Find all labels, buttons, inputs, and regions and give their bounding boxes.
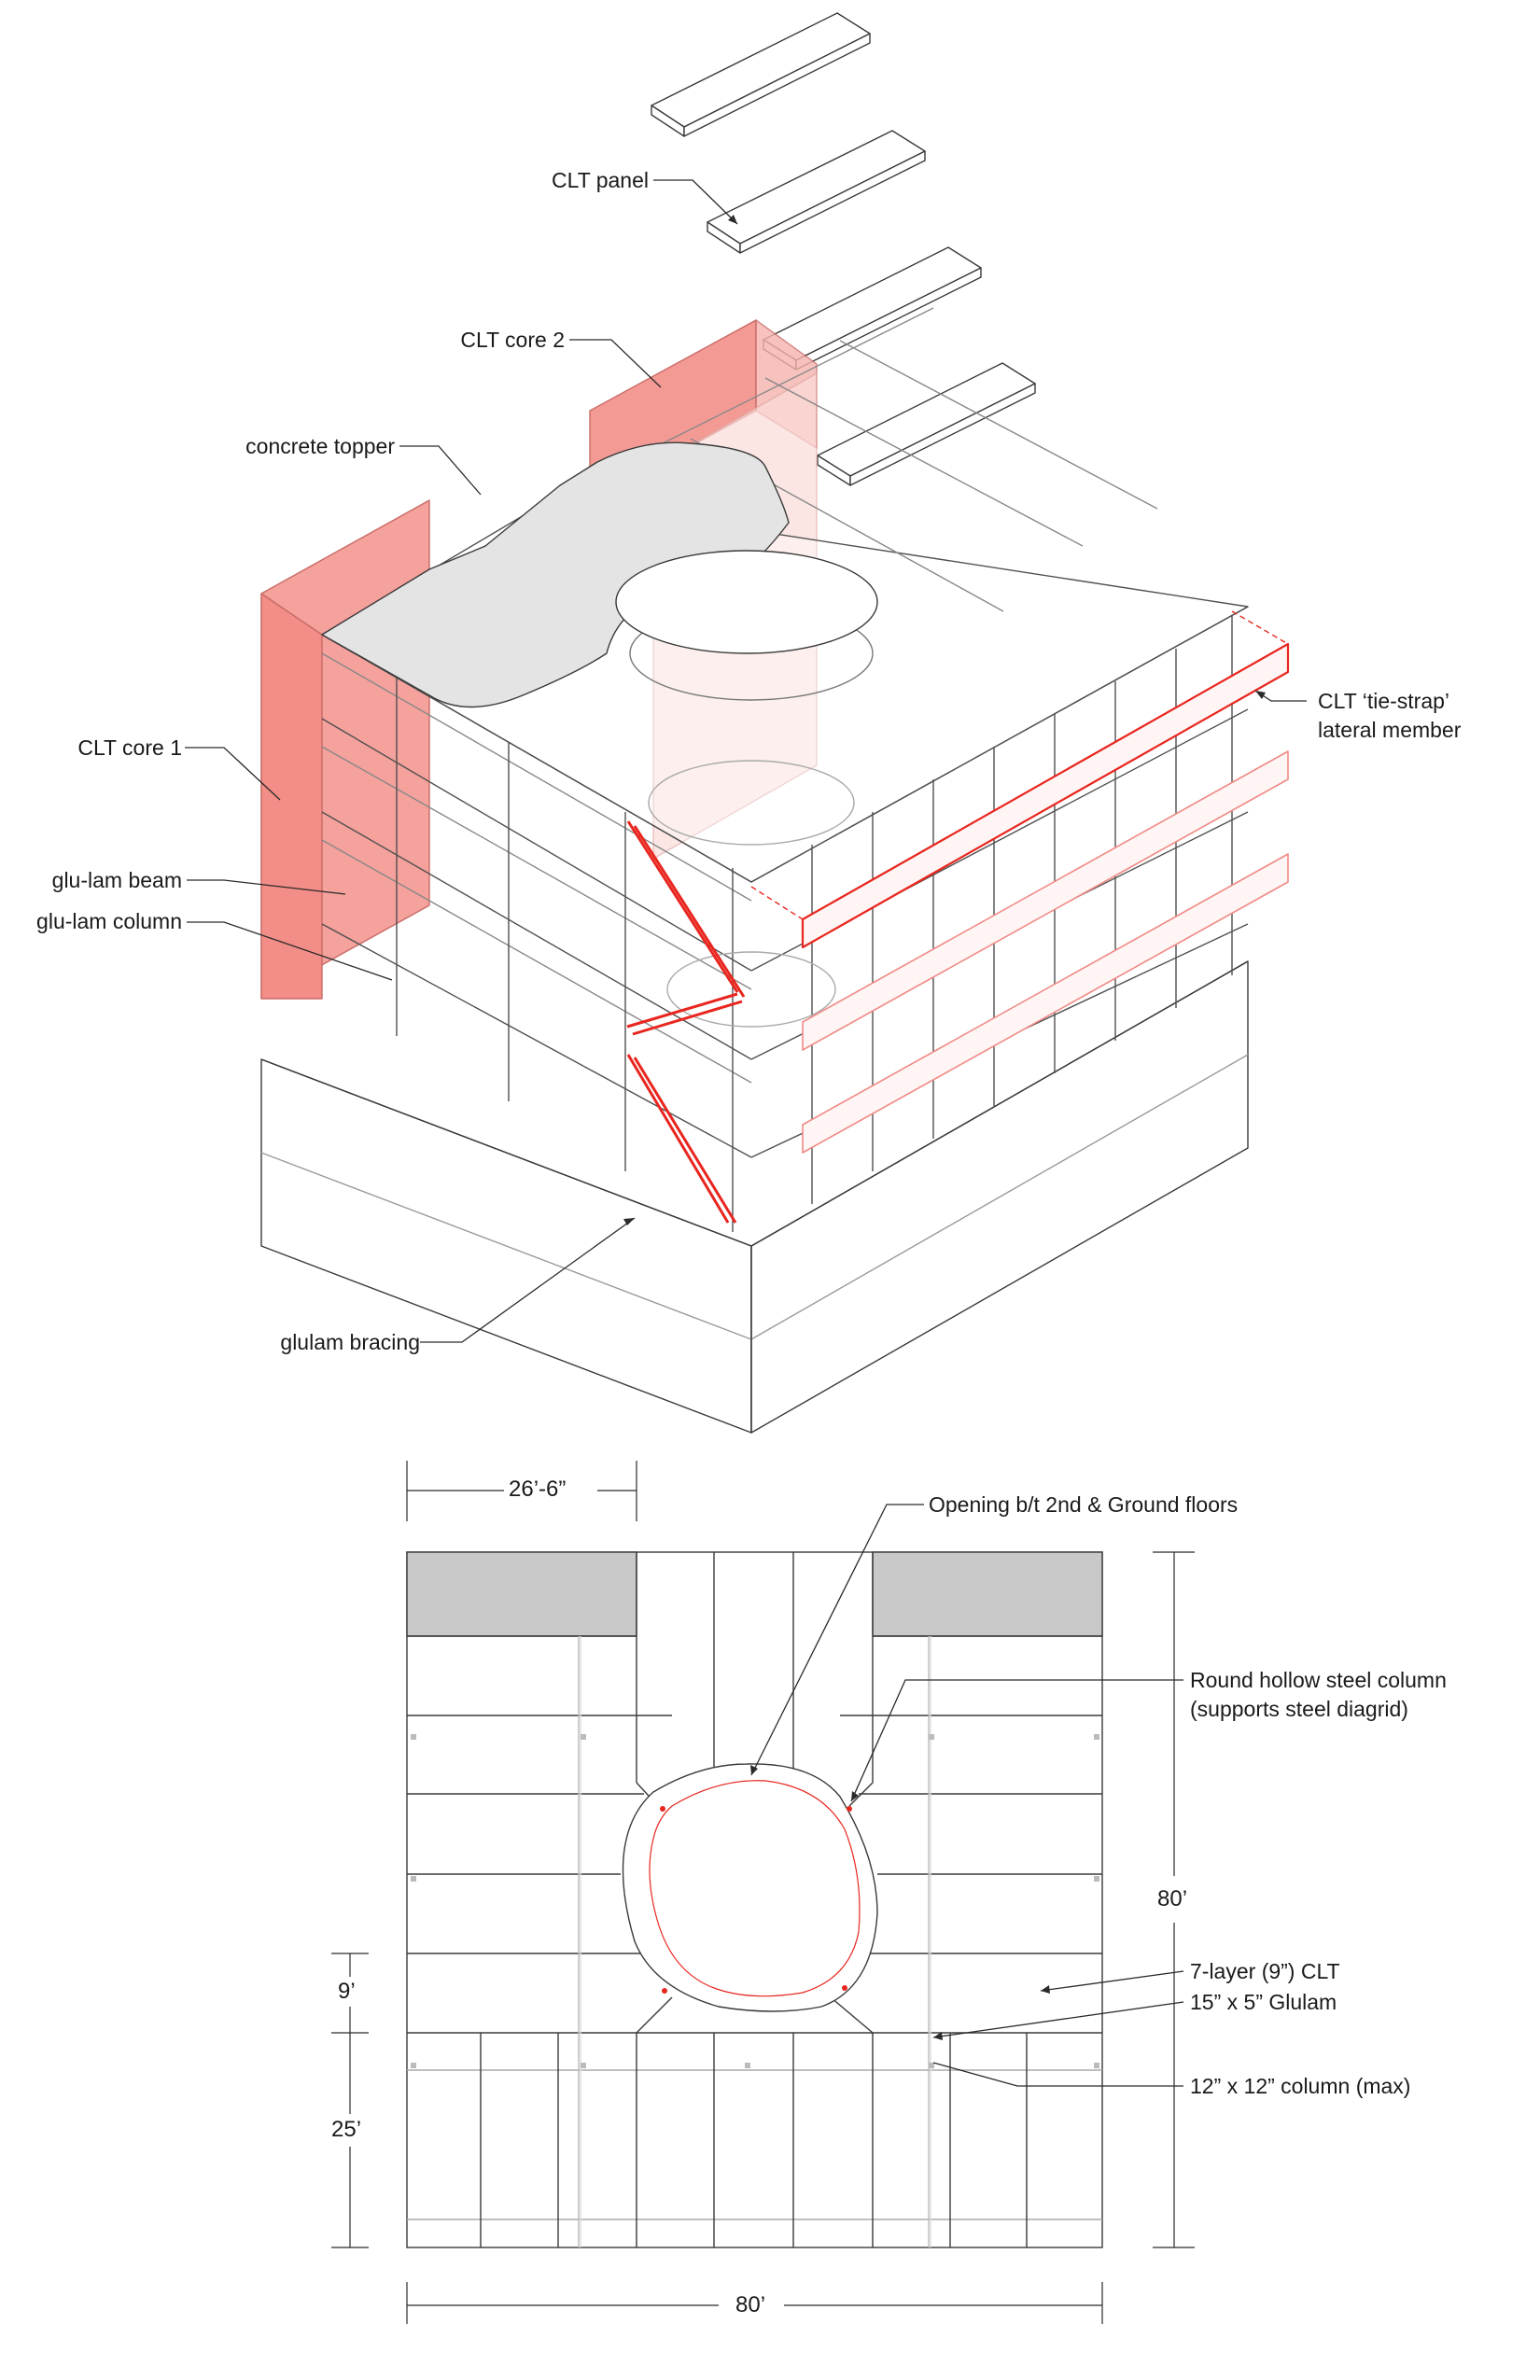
label-glulam-beam: glu-lam beam: [51, 868, 182, 892]
plan-core-right: [872, 1551, 1103, 1637]
label-clt-panel: CLT panel: [552, 168, 649, 192]
plan-core-left: [406, 1551, 637, 1637]
clt-panel-4: [817, 362, 1036, 486]
label-clt-core-2: CLT core 2: [460, 328, 565, 352]
dim-overall-depth: 80’: [1157, 1886, 1188, 1911]
label-concrete-topper: concrete topper: [245, 434, 395, 458]
label-steel-column-line2: (supports steel diagrid): [1190, 1697, 1408, 1721]
plan-opening: [622, 1763, 878, 2012]
label-glulam-column: glu-lam column: [36, 909, 182, 933]
label-opening: Opening b/t 2nd & Ground floors: [929, 1492, 1239, 1517]
glulam-bracing: [626, 820, 746, 1224]
concrete-base: [260, 960, 1249, 1434]
axonometric-drawing: [185, 12, 1307, 1434]
label-tie-strap-line1: CLT ‘tie-strap’: [1318, 689, 1450, 713]
label-tie-strap-line2: lateral member: [1318, 718, 1462, 742]
clt-panel-1: [651, 12, 871, 137]
label-column: 12” x 12” column (max): [1190, 2074, 1411, 2098]
label-glulam-bracing: glulam bracing: [280, 1330, 420, 1354]
clt-panel-2: [707, 130, 926, 254]
tie-strap-members: [750, 610, 1290, 1154]
label-steel-column-line1: Round hollow steel column: [1190, 1668, 1447, 1692]
concrete-topper: [321, 441, 878, 708]
dim-bay-small: 9’: [338, 1979, 356, 2004]
label-clt-slab: 7-layer (9”) CLT: [1190, 1959, 1340, 1983]
dim-core-width: 26’-6”: [509, 1477, 567, 1502]
label-glulam: 15” x 5” Glulam: [1190, 1990, 1337, 2014]
steel-columns: [660, 1806, 852, 1994]
dim-bay-large: 25’: [331, 2117, 362, 2142]
dim-overall-width: 80’: [735, 2292, 766, 2317]
label-clt-core-1: CLT core 1: [77, 735, 182, 760]
